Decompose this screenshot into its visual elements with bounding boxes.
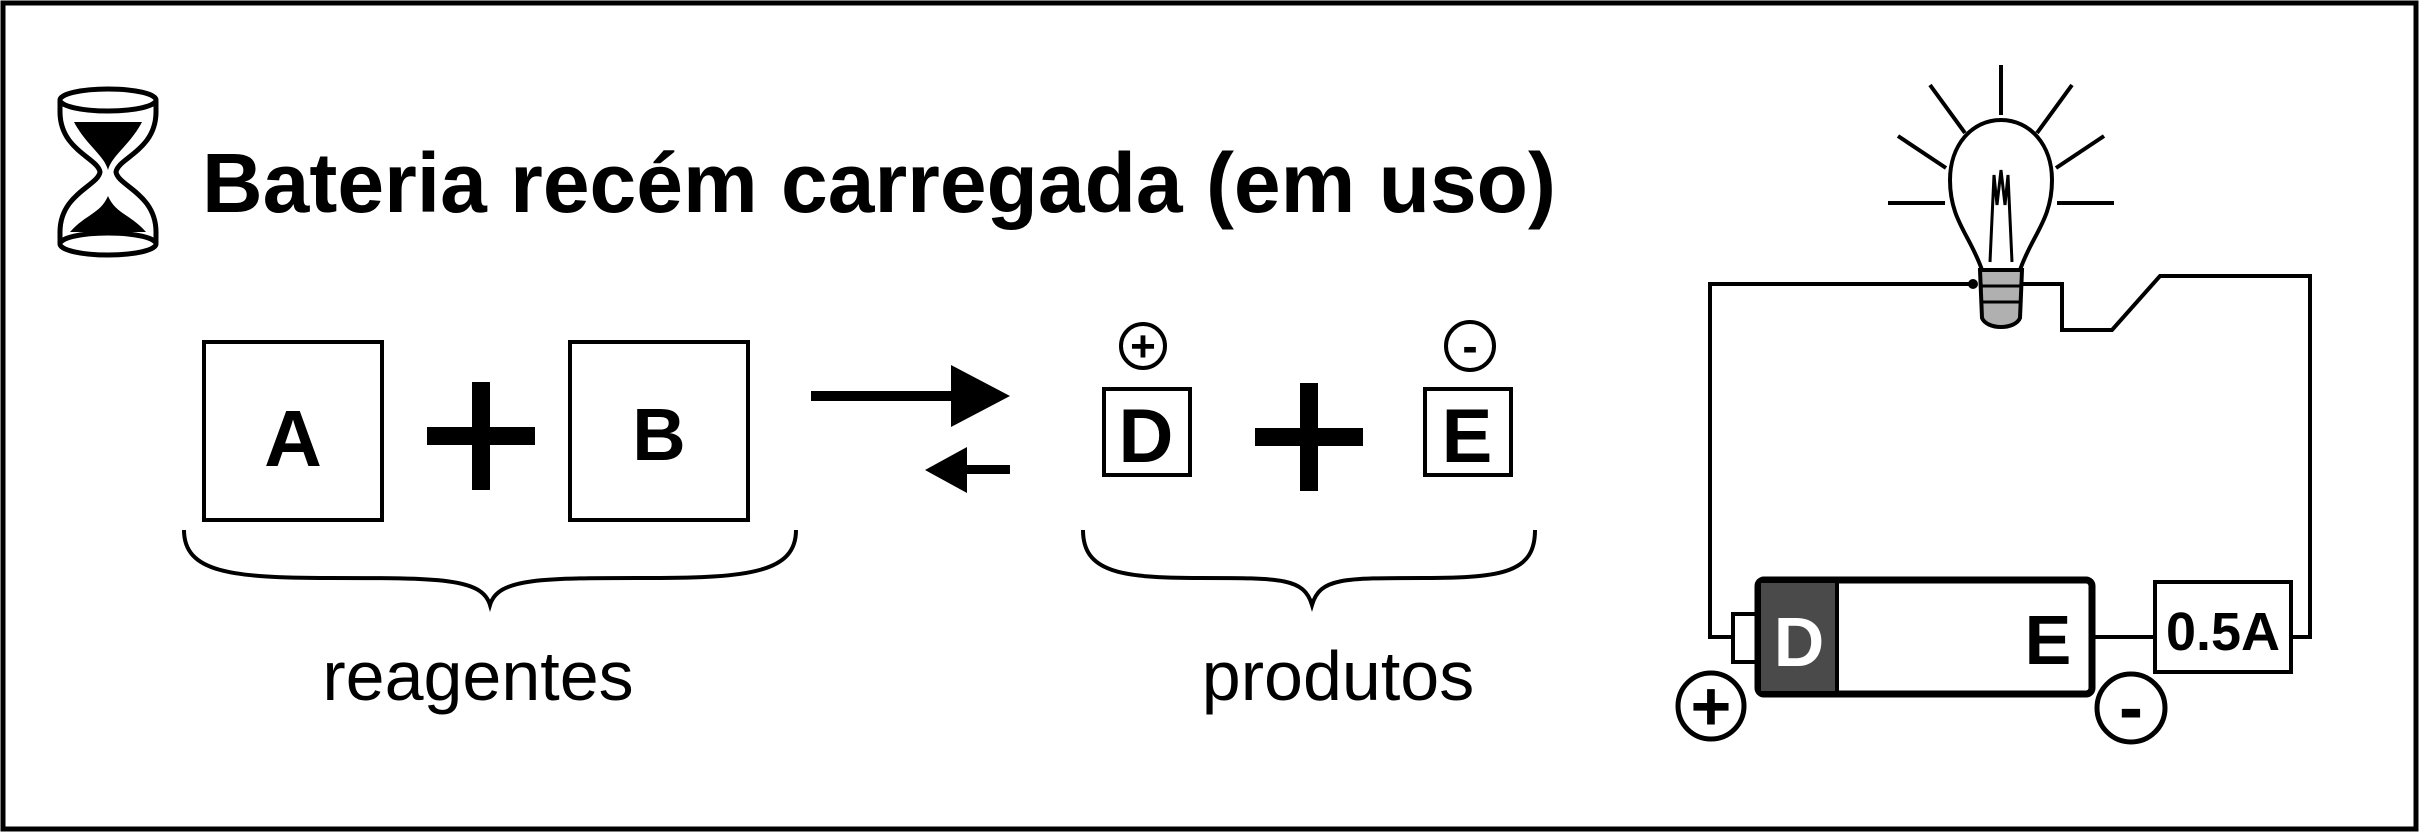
circuit-wires (1708, 274, 2312, 639)
light-rays (1888, 65, 2114, 205)
negative-terminal-symbol: - (2119, 668, 2143, 748)
product-d-charge-icon: + (1119, 322, 1167, 371)
light-bulb-icon (1888, 65, 2114, 329)
positive-terminal-icon: + (1675, 667, 1747, 745)
negative-terminal-icon: - (2094, 668, 2168, 748)
product-e-charge-symbol: - (1462, 320, 1477, 372)
reactant-a-label: A (264, 394, 322, 483)
product-d-charge-symbol: + (1130, 322, 1156, 371)
product-e-label: E (1442, 394, 1493, 479)
product-e-box: E (1423, 387, 1513, 479)
reverse-arrow (925, 447, 1010, 493)
plus-sign-reactants (427, 382, 535, 490)
products-label: produtos (1202, 637, 1474, 715)
ammeter-box: 0.5A (2153, 580, 2293, 674)
plus-sign-products (1255, 383, 1363, 491)
forward-arrow (811, 365, 1010, 427)
product-d-box: D (1102, 387, 1192, 479)
reactant-b-label: B (632, 393, 685, 476)
product-d-label: D (1119, 394, 1174, 479)
hourglass-icon (57, 86, 159, 258)
reactants-brace (182, 529, 798, 613)
ammeter-reading: 0.5A (2166, 602, 2280, 662)
diagram-title: Bateria recém carregada (em uso) (202, 136, 1556, 230)
battery: D E (1731, 576, 2096, 698)
products-brace (1081, 529, 1537, 613)
reactant-b-box: B (568, 340, 750, 522)
reactant-a-box: A (202, 340, 384, 522)
battery-e-label: E (2025, 601, 2072, 679)
battery-d-label: D (1774, 603, 1825, 681)
product-e-charge-icon: - (1444, 320, 1496, 372)
positive-terminal-symbol: + (1691, 667, 1732, 745)
reactants-label: reagentes (322, 637, 633, 715)
